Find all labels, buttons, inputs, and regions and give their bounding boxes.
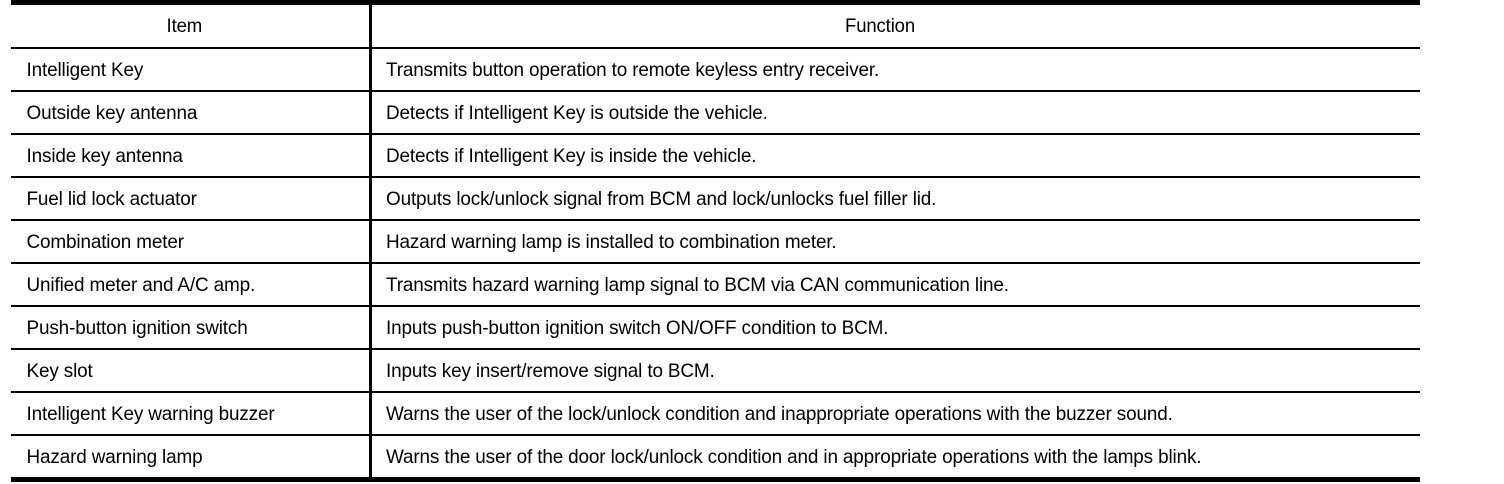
table-row: Inside key antenna Detects if Intelligen… xyxy=(11,134,1420,178)
column-header-function: Function xyxy=(368,2,1389,49)
cell-function: Transmits button operation to remote key… xyxy=(368,48,1389,92)
cell-item: Push-button ignition switch xyxy=(11,306,360,350)
cell-item: Outside key antenna xyxy=(11,91,360,135)
cell-item: Combination meter xyxy=(11,220,360,264)
item-function-table: Item Function Intelligent Key Transmits … xyxy=(11,0,1420,482)
cell-function: Inputs push-button ignition switch ON/OF… xyxy=(368,306,1389,350)
cell-function: Warns the user of the lock/unlock condit… xyxy=(368,392,1389,436)
cell-function: Inputs key insert/remove signal to BCM. xyxy=(368,349,1389,393)
cell-item: Inside key antenna xyxy=(11,134,360,178)
cell-function: Outputs lock/unlock signal from BCM and … xyxy=(368,177,1389,221)
cell-item: Key slot xyxy=(11,349,360,393)
cell-item: Fuel lid lock actuator xyxy=(11,177,360,221)
cell-function: Transmits hazard warning lamp signal to … xyxy=(368,263,1389,307)
cell-item: Unified meter and A/C amp. xyxy=(11,263,360,307)
table-row: Outside key antenna Detects if Intellige… xyxy=(11,91,1420,135)
column-header-function-label: Function xyxy=(844,15,915,37)
table-row: Intelligent Key Transmits button operati… xyxy=(11,48,1420,92)
cell-item: Hazard warning lamp xyxy=(26,445,203,468)
cell-function: Hazard warning lamp is installed to comb… xyxy=(368,220,1389,264)
table-row: Intelligent Key warning buzzer Warns the… xyxy=(11,392,1420,436)
table-row: Fuel lid lock actuator Outputs lock/unlo… xyxy=(11,177,1420,221)
cell-item: Intelligent Key xyxy=(11,48,360,92)
cell-function: Warns the user of the door lock/unlock c… xyxy=(368,435,1389,480)
table-header-row: Item Function xyxy=(11,2,1420,49)
table-row: Key slot Inputs key insert/remove signal… xyxy=(11,349,1420,393)
table-row: Combination meter Hazard warning lamp is… xyxy=(11,220,1420,264)
table-header: Item Function xyxy=(11,2,1420,49)
cell-function: Detects if Intelligent Key is inside the… xyxy=(368,134,1389,178)
column-header-item: Item xyxy=(11,2,360,49)
table-body: Intelligent Key Transmits button operati… xyxy=(11,48,1420,480)
cell-item: Intelligent Key warning buzzer xyxy=(11,392,360,436)
table-row: Unified meter and A/C amp. Transmits haz… xyxy=(11,263,1420,307)
spec-table-container: Item Function Intelligent Key Transmits … xyxy=(11,0,1420,482)
table-row: Hazard warning lamp Warns the user of th… xyxy=(11,435,1420,480)
cell-function: Detects if Intelligent Key is outside th… xyxy=(368,91,1389,135)
table-row: Push-button ignition switch Inputs push-… xyxy=(11,306,1420,350)
column-header-item-label: Item xyxy=(166,15,203,37)
